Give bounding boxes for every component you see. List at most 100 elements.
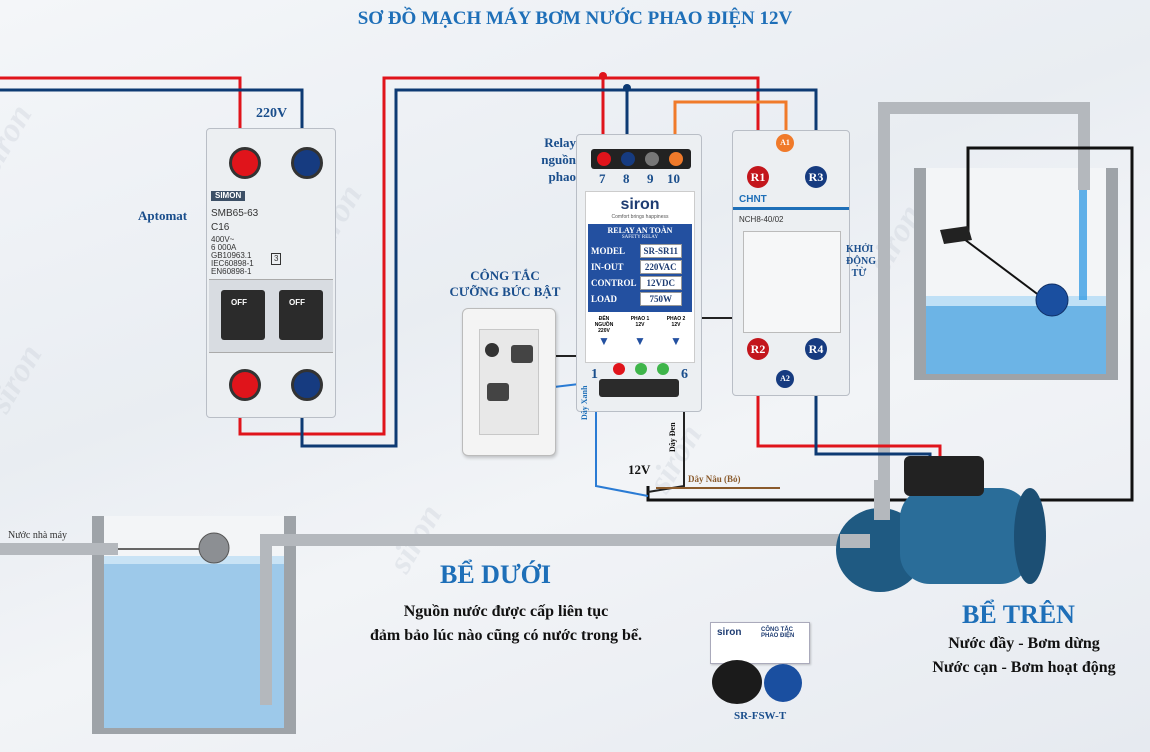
relay-panel-title: RELAY AN TOÀN xyxy=(607,226,673,235)
12v-label: 12V xyxy=(628,462,651,477)
product-box-title: CÔNG TẮC PHAO ĐIỆN xyxy=(761,627,795,639)
live-wire-main xyxy=(238,76,760,436)
breaker-toggle-left[interactable]: OFF xyxy=(221,290,265,340)
junction-dot xyxy=(599,72,607,80)
black-wire-label: Dây Đen xyxy=(668,422,677,452)
float-valve-ball xyxy=(198,532,230,564)
breaker-spec: 6 000A xyxy=(211,243,237,252)
contactor-model: NCH8-40/02 xyxy=(739,215,784,224)
relay-terminal-8 xyxy=(621,152,635,166)
blue-wire-label: Dây Xanh xyxy=(580,385,589,420)
terminal-number: 1 xyxy=(591,367,598,382)
spec-value: 12VDC xyxy=(639,276,683,290)
upper-tank-desc: Nước đầy - Bơm dừng Nước cạn - Bơm hoạt … xyxy=(900,632,1148,680)
product-box: siron CÔNG TẮC PHAO ĐIỆN xyxy=(710,622,810,664)
relay-label-line: Relay xyxy=(544,135,576,150)
contactor-terminal-r1: R1 xyxy=(747,166,769,188)
safety-relay: 7 8 9 10 siron Comfort brings happiness … xyxy=(576,134,702,412)
relay-label: Relay nguồn phao xyxy=(530,134,576,185)
contactor-label-line: TỪ xyxy=(851,268,867,279)
relay-bottom-terminals xyxy=(599,379,679,397)
product-box-brand: siron xyxy=(717,627,742,638)
spec-key: MODEL xyxy=(591,246,626,256)
contactor-terminal-a2: A2 xyxy=(776,370,794,388)
relay-terminal-7 xyxy=(597,152,611,166)
breaker-spec: 400V~ xyxy=(211,235,235,244)
breaker-rating: C16 xyxy=(211,222,230,233)
force-on-switch[interactable] xyxy=(462,308,556,456)
upper-tank-desc-line: Nước đầy - Bơm dừng xyxy=(948,635,1100,652)
live-wire-in xyxy=(0,76,242,150)
breaker-toggle-right[interactable]: OFF xyxy=(279,290,323,340)
arrow-down-icon: ▼ xyxy=(634,334,646,348)
off-label: OFF xyxy=(289,298,305,307)
contactor-label: KHỞI ĐỘNG TỪ xyxy=(846,244,876,280)
contactor-face xyxy=(743,231,841,333)
breaker-terminal-live-top xyxy=(229,147,261,179)
contactor-label-line: ĐỘNG xyxy=(846,256,876,267)
relay-bottom-label: PHAO 1 12V xyxy=(630,316,650,328)
contactor-terminal-r2: R2 xyxy=(747,338,769,360)
upper-tank-title: BỂ TRÊN xyxy=(962,600,1075,629)
lower-tank-desc-line: Nguồn nước được cấp liên tục xyxy=(403,603,609,620)
spec-key: LOAD xyxy=(591,294,618,304)
suction-pipe xyxy=(260,534,860,705)
float-tether xyxy=(959,235,1041,297)
breaker-badge: 3 xyxy=(271,253,282,265)
black-12v-wire xyxy=(647,382,685,493)
lower-tank-desc-line: đảm bảo lúc nào cũng có nước trong bể. xyxy=(370,627,642,644)
spec-row: MODEL SR-SR11 xyxy=(588,244,683,258)
relay-top-terminals xyxy=(591,149,691,169)
coil-wire-a1 xyxy=(673,100,788,152)
spec-key: CONTROL xyxy=(591,278,637,288)
led-green xyxy=(635,363,647,375)
force-switch-label: CÔNG TẮC CƯỠNG BỨC BẬT xyxy=(440,268,570,300)
product-code: SR-FSW-T xyxy=(734,710,787,722)
contactor-stripe xyxy=(733,207,849,210)
relay-brand: siron xyxy=(620,196,660,213)
product-cable-coil xyxy=(712,660,762,704)
contactor-brand: CHNT xyxy=(739,194,767,205)
water-stream xyxy=(1079,190,1087,300)
float-weight xyxy=(940,226,972,244)
upper-tank-desc-line: Nước cạn - Bơm hoạt động xyxy=(932,659,1116,676)
upper-tank xyxy=(914,168,1118,380)
breaker-brand: SIMON xyxy=(211,191,246,201)
contactor-terminal-a1: A1 xyxy=(776,134,794,152)
brown-wire-label: Dây Nâu (Bỏ) xyxy=(688,474,741,484)
terminal-number: 10 xyxy=(667,171,680,186)
neutral-wire-main xyxy=(300,88,818,448)
blue-12v-wire xyxy=(595,382,649,497)
relay-label-line: phao xyxy=(548,169,576,184)
breaker-spec: IEC60898-1 xyxy=(211,259,254,268)
terminal-number: 9 xyxy=(647,171,654,186)
water-pump xyxy=(836,456,1046,592)
inlet-pipe xyxy=(0,543,118,555)
spec-key: IN-OUT xyxy=(591,262,624,272)
terminal-number: 6 xyxy=(681,367,688,382)
breaker-terminal-neutral-bottom xyxy=(291,369,323,401)
spec-value: SR-SR11 xyxy=(639,244,683,258)
terminal-number: 7 xyxy=(599,171,606,186)
relay-tagline: Comfort brings happiness xyxy=(611,214,669,220)
relay-face: siron Comfort brings happiness RELAY AN … xyxy=(585,191,695,363)
breaker-terminal-live-bottom xyxy=(229,369,261,401)
off-label: OFF xyxy=(231,298,247,307)
float-cable xyxy=(646,146,1134,502)
relay-bottom-label: PHAO 2 12V xyxy=(666,316,686,328)
contactor-terminal-r4: R4 xyxy=(805,338,827,360)
circuit-breaker: SIMON SMB65-63 C16 400V~ 6 000A GB10963.… xyxy=(206,128,336,418)
led-red xyxy=(613,363,625,375)
switch-terminal-blue xyxy=(487,383,509,401)
supply-voltage-label: 220V xyxy=(256,106,288,121)
force-switch-label-line: CÔNG TẮC xyxy=(470,268,540,283)
breaker-model: SMB65-63 xyxy=(211,208,259,219)
force-switch-label-line: CƯỠNG BỨC BẬT xyxy=(449,284,561,299)
relay-label-line: nguồn xyxy=(541,152,576,167)
contactor-label-line: KHỞI xyxy=(846,244,874,255)
switch-terminal-black xyxy=(511,345,533,363)
arrow-down-icon: ▼ xyxy=(598,334,610,348)
float-switch-ball xyxy=(1035,283,1069,317)
